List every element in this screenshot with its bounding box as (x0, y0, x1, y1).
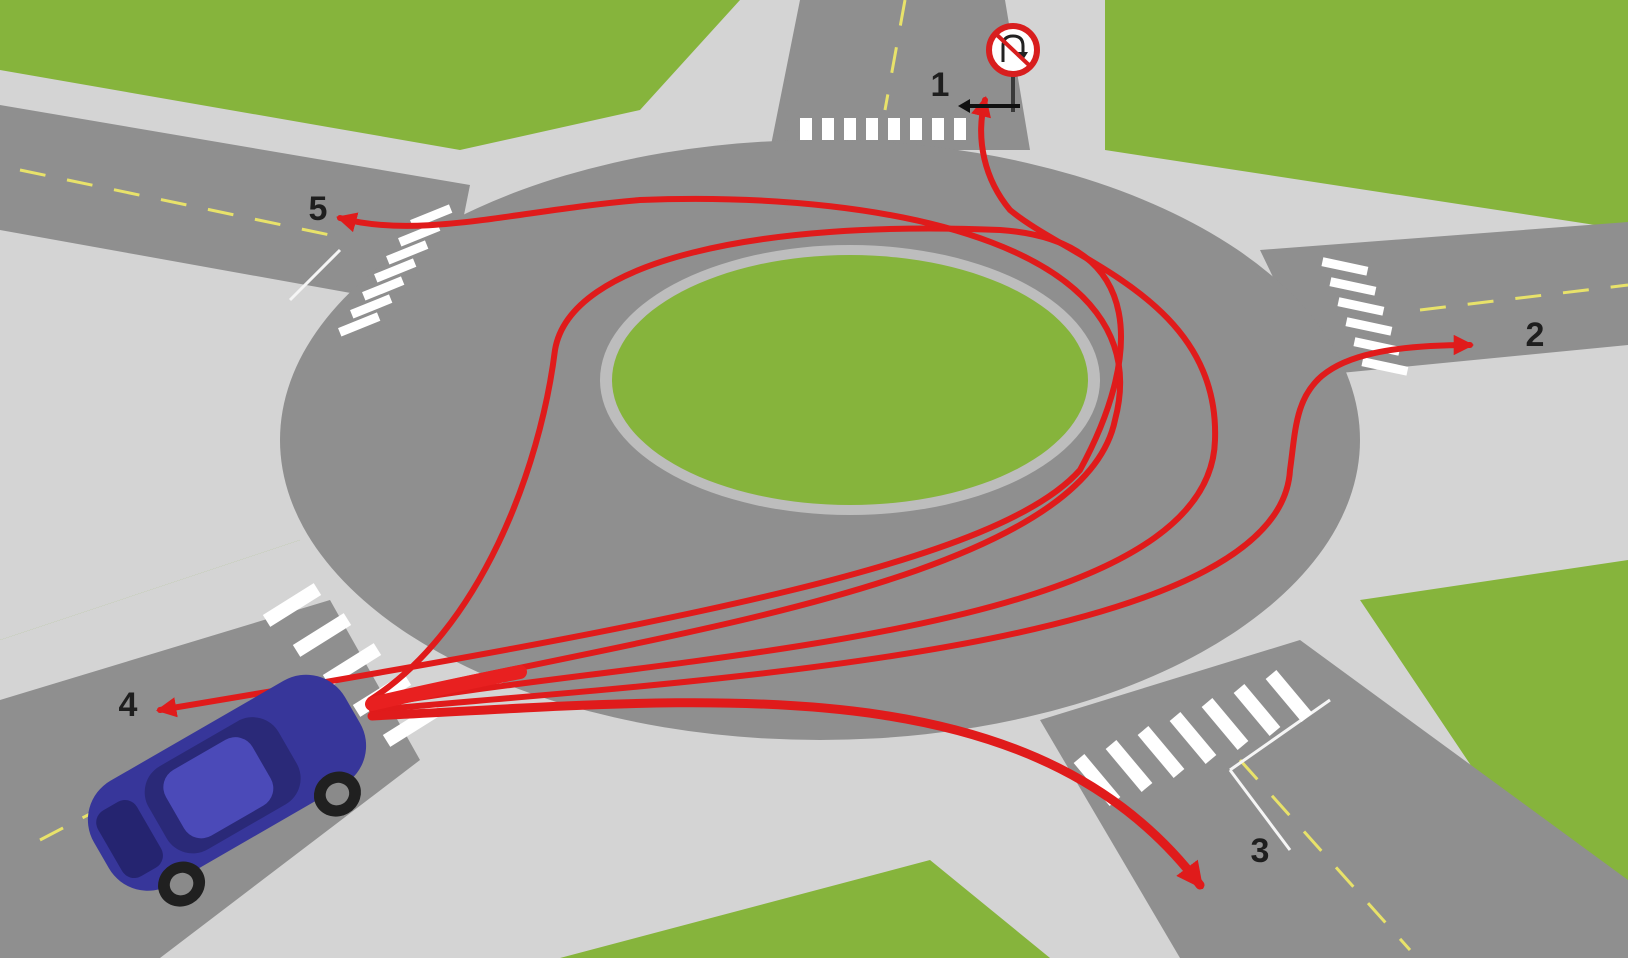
route-to-exit-3 (367, 698, 1205, 890)
crosswalk-west (338, 204, 453, 337)
crosswalk-east (1321, 257, 1409, 376)
exit-label-1: 1 (931, 66, 950, 104)
exit-label-2: 2 (1526, 316, 1545, 354)
crosswalk-southeast (1073, 670, 1313, 806)
no-u-turn-sign-icon (986, 23, 1040, 112)
small-black-arrow-icon (958, 99, 1020, 113)
route-to-exit-5 (336, 195, 1124, 705)
crosswalk-north (800, 118, 966, 140)
road-east (1260, 222, 1628, 375)
route-bundle-highlight (365, 665, 527, 711)
road-west (0, 105, 470, 310)
exit-label-4: 4 (119, 686, 138, 724)
central-island (612, 255, 1088, 505)
stop-lines (288, 248, 1331, 851)
exit-labels: 1 2 3 4 5 (119, 66, 1545, 870)
route-arrows (155, 96, 1475, 890)
exit-label-3: 3 (1251, 832, 1270, 870)
route-to-exit-1-uturn (367, 96, 1219, 709)
blue-car-icon (87, 674, 367, 907)
exit-label-5: 5 (309, 190, 328, 228)
route-to-exit-2 (369, 334, 1475, 713)
road-north (770, 0, 1030, 150)
